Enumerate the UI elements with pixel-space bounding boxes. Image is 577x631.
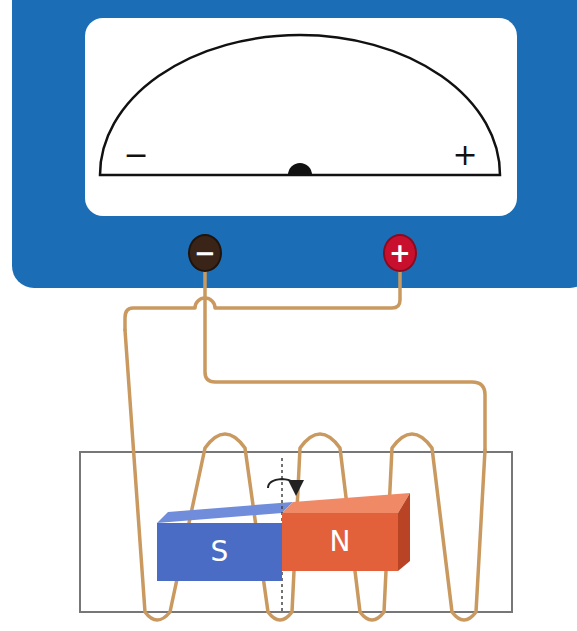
wire-plus <box>125 268 400 330</box>
magnet-south: S <box>157 523 282 581</box>
coil-winding <box>125 330 485 620</box>
node-text: S <box>211 538 229 566</box>
rotation-arrow <box>268 479 296 488</box>
magnet-top-s <box>157 502 293 523</box>
node-text: − <box>194 240 216 266</box>
meter-scale <box>100 35 500 175</box>
magnet-top-n <box>282 493 410 513</box>
needle-pivot <box>288 163 312 175</box>
scale-plus-sign: + <box>452 140 477 170</box>
minus-terminal: − <box>188 234 222 272</box>
wire-minus <box>205 268 485 450</box>
meter-housing <box>12 0 577 288</box>
magnet-side-n <box>398 493 410 571</box>
node-text: N <box>330 528 351 556</box>
scale-minus-sign: − <box>123 140 148 170</box>
node-text: + <box>389 240 411 266</box>
plus-terminal: + <box>383 234 417 272</box>
magnet-north: N <box>282 513 398 571</box>
meter-screen <box>85 18 517 216</box>
